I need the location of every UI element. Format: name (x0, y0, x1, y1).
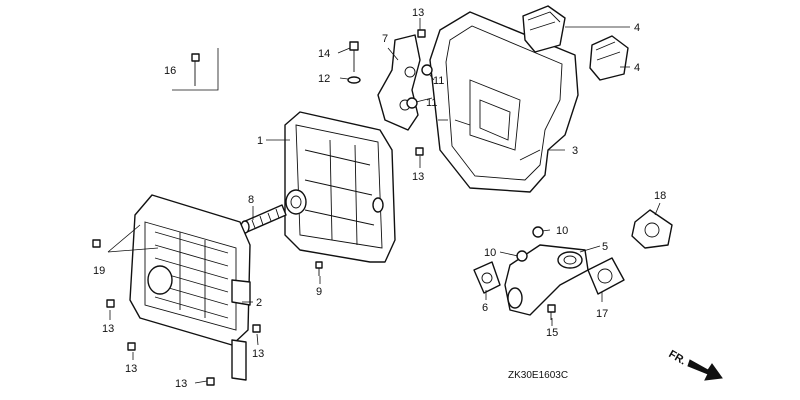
callout-11: 11 (426, 97, 437, 109)
callout-13: 13 (252, 348, 264, 360)
callout-11: 11 (433, 75, 444, 87)
callout-12: 12 (318, 73, 330, 85)
callout-17: 17 (596, 308, 608, 320)
callout-13: 13 (412, 171, 424, 183)
bolt-16 (172, 48, 219, 91)
leader-lines (107, 18, 661, 384)
bolt-13-left (106, 299, 115, 308)
washer-12 (347, 76, 361, 84)
spark-arrester (240, 204, 287, 234)
callout-10: 10 (556, 225, 568, 237)
callout-14: 14 (318, 48, 330, 60)
bolt-13-lower-left (127, 342, 136, 351)
bolt-15 (547, 304, 556, 320)
callout-15: 15 (546, 327, 558, 339)
callout-6: 6 (482, 302, 488, 314)
callout-13: 13 (175, 378, 187, 390)
nut-10a (532, 226, 544, 238)
gasket-6 (473, 261, 501, 294)
callout-13: 13 (102, 323, 114, 335)
nut-10b (516, 250, 528, 262)
callout-2: 2 (256, 297, 262, 309)
muffler-stay (377, 34, 421, 131)
callout-18: 18 (654, 190, 666, 202)
heat-shield-upper (522, 5, 566, 53)
callout-4: 4 (634, 22, 640, 34)
callout-labels: 1 2 3 4 4 5 6 7 8 9 10 10 11 11 12 13 13… (93, 7, 666, 390)
front-direction-indicator: FR. (667, 348, 723, 381)
gasket-18 (631, 209, 673, 249)
callout-7: 7 (382, 33, 388, 45)
bolt-13-top (417, 29, 426, 38)
callout-19: 19 (93, 265, 105, 277)
front-arrow-icon (687, 359, 723, 381)
bolt-13-right (415, 147, 424, 156)
callout-10: 10 (484, 247, 496, 259)
callout-13: 13 (125, 363, 137, 375)
callout-3: 3 (572, 145, 578, 157)
callout-5: 5 (602, 241, 608, 253)
callout-16: 16 (164, 65, 176, 77)
bolt-13-lower-right (252, 324, 261, 333)
bolt-14 (349, 41, 359, 72)
callout-9: 9 (316, 286, 322, 298)
heat-shield-lower (589, 35, 629, 81)
muffler-body (284, 111, 396, 263)
callout-1: 1 (257, 135, 263, 147)
bolt-9 (315, 261, 323, 276)
muffler-protector (429, 11, 579, 193)
muffler-cover (129, 194, 251, 381)
exhaust-pipe (504, 244, 589, 316)
bolt-19 (92, 239, 101, 248)
nut-11b (406, 97, 418, 109)
diagram-code: ZK30E1603C (508, 370, 568, 381)
bolt-13-bottom (206, 377, 215, 386)
callout-4: 4 (634, 62, 640, 74)
callout-8: 8 (248, 194, 254, 206)
front-label: FR. (667, 348, 688, 367)
washer-11a (421, 64, 433, 76)
gasket-17 (587, 257, 625, 295)
callout-13: 13 (412, 7, 424, 19)
